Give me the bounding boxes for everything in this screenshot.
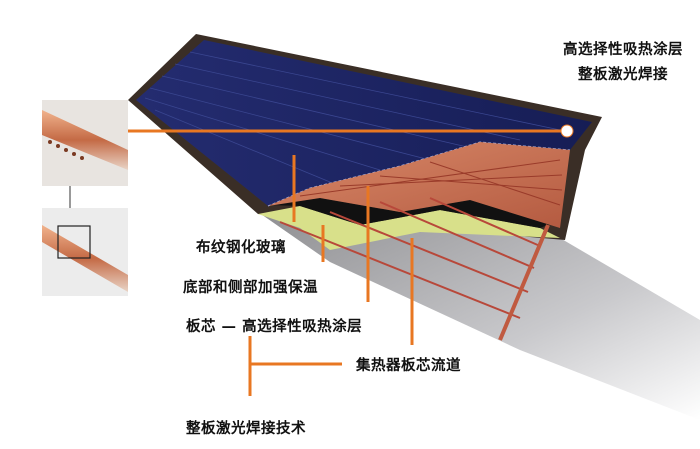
absorber-fins bbox=[299, 159, 563, 206]
label-laser-welding-tech: 整板激光焊接技术 bbox=[186, 421, 306, 437]
inset-bottom-photo bbox=[42, 208, 128, 296]
insulation-layer bbox=[258, 206, 560, 250]
label-insulation: 底部和侧部加强保温 bbox=[183, 280, 318, 296]
label-laser-welding-top: 整板激光焊接 bbox=[578, 67, 668, 83]
callout-lines bbox=[128, 129, 566, 396]
inset-top-photo bbox=[42, 100, 128, 186]
copper-absorber-plate bbox=[268, 142, 570, 228]
label-flow-channel: 集热器板芯流道 bbox=[356, 358, 461, 374]
label-core-coating: 板芯 — 高选择性吸热涂层 bbox=[186, 319, 363, 335]
label-selective-coating-top: 高选择性吸热涂层 bbox=[563, 42, 683, 58]
absorber-black-layer bbox=[270, 198, 555, 228]
callout-dot bbox=[560, 124, 574, 138]
glass-texture-lines bbox=[144, 51, 561, 183]
flow-channel-pipes bbox=[279, 197, 541, 319]
label-tempered-glass: 布纹钢化玻璃 bbox=[196, 240, 286, 256]
header-pipe bbox=[498, 224, 550, 341]
